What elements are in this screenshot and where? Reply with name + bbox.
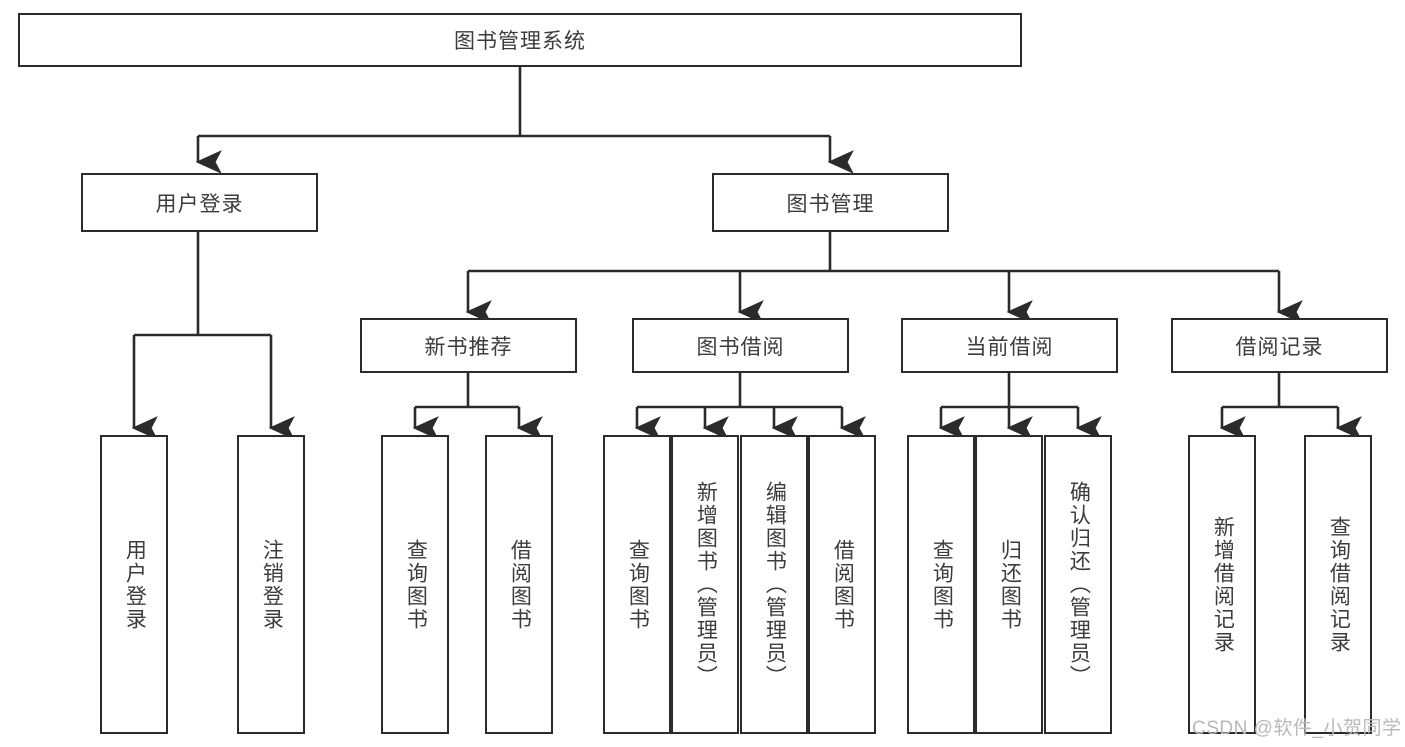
node-leaf-logout-login[interactable]: 注销登录 (237, 435, 305, 734)
csdn-watermark: CSDN @软件_小贺同学 (1192, 718, 1402, 739)
node-leaf-add-record[interactable]: 新增借阅记录 (1188, 435, 1256, 734)
node-new-book-recommend[interactable]: 新书推荐 (360, 318, 577, 373)
node-leaf-query-book-3-label: 查询图书 (930, 538, 954, 631)
node-user-login[interactable]: 用户登录 (81, 173, 318, 232)
node-leaf-add-book[interactable]: 新增图书（管理员） (671, 435, 739, 734)
node-leaf-query-book-3[interactable]: 查询图书 (907, 435, 975, 734)
node-leaf-confirm-return-label: 确认归还（管理员） (1067, 481, 1091, 688)
node-root[interactable]: 图书管理系统 (18, 13, 1022, 67)
node-new-book-recommend-label: 新书推荐 (424, 335, 513, 359)
node-leaf-add-record-label: 新增借阅记录 (1211, 515, 1235, 654)
node-leaf-add-book-label: 新增图书（管理员） (694, 481, 718, 688)
node-leaf-borrow-book-1-label: 借阅图书 (508, 538, 532, 631)
node-leaf-query-book-1[interactable]: 查询图书 (381, 435, 449, 734)
node-leaf-edit-book-label: 编辑图书（管理员） (763, 481, 787, 688)
node-leaf-borrow-book-2[interactable]: 借阅图书 (808, 435, 876, 734)
node-current-borrow[interactable]: 当前借阅 (901, 318, 1118, 373)
node-leaf-edit-book[interactable]: 编辑图书（管理员） (740, 435, 808, 734)
node-leaf-return-book[interactable]: 归还图书 (975, 435, 1043, 734)
node-leaf-query-book-2[interactable]: 查询图书 (603, 435, 671, 734)
node-leaf-logout-login-label: 注销登录 (260, 538, 284, 631)
node-leaf-query-book-2-label: 查询图书 (626, 538, 650, 631)
node-leaf-user-login[interactable]: 用户登录 (100, 435, 168, 734)
node-user-login-label: 用户登录 (155, 192, 244, 216)
node-leaf-user-login-label: 用户登录 (123, 538, 147, 631)
node-root-label: 图书管理系统 (454, 30, 586, 53)
node-leaf-borrow-book-1[interactable]: 借阅图书 (485, 435, 553, 734)
node-book-manage-label: 图书管理 (786, 192, 875, 216)
node-leaf-return-book-label: 归还图书 (998, 538, 1022, 631)
node-borrow-record[interactable]: 借阅记录 (1171, 318, 1388, 373)
node-book-borrow[interactable]: 图书借阅 (632, 318, 849, 373)
node-leaf-query-record[interactable]: 查询借阅记录 (1304, 435, 1372, 734)
node-borrow-record-label: 借阅记录 (1235, 335, 1324, 359)
node-leaf-borrow-book-2-label: 借阅图书 (831, 538, 855, 631)
node-current-borrow-label: 当前借阅 (965, 335, 1054, 359)
node-book-borrow-label: 图书借阅 (696, 335, 785, 359)
node-leaf-confirm-return[interactable]: 确认归还（管理员） (1044, 435, 1112, 734)
node-leaf-query-record-label: 查询借阅记录 (1327, 515, 1351, 654)
node-leaf-query-book-1-label: 查询图书 (404, 538, 428, 631)
node-book-manage[interactable]: 图书管理 (712, 173, 949, 232)
